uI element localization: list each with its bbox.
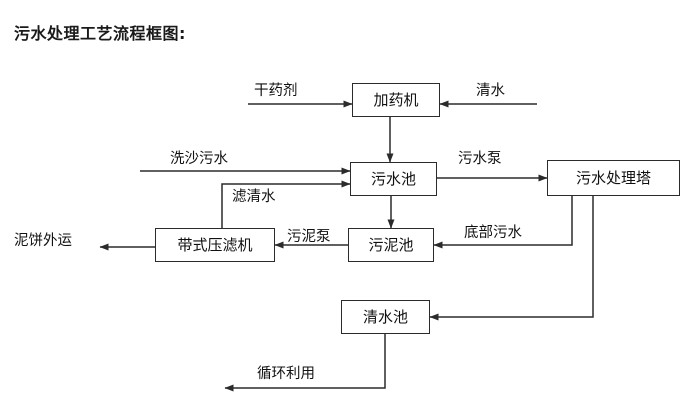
edge-belt-filter-press-to-sewage-pool bbox=[221, 180, 351, 228]
edge-treatment-tower-to-clear-water-pool bbox=[429, 196, 594, 321]
edge-clear-water-pool-to-recycle bbox=[224, 334, 386, 392]
node-label: 污水池 bbox=[370, 169, 416, 188]
edge-label-sand-wash-sewage: 洗沙污水 bbox=[170, 151, 228, 167]
node-sewage-pool[interactable]: 污水池 bbox=[350, 162, 437, 196]
edge-treatment-tower-to-sludge-pool bbox=[433, 196, 573, 249]
node-sludge-pool[interactable]: 污泥池 bbox=[348, 228, 434, 262]
node-clear-water-pool[interactable]: 清水池 bbox=[341, 300, 430, 334]
edge-label-clean-water: 清水 bbox=[476, 83, 505, 99]
node-label: 带式压滤机 bbox=[177, 235, 253, 254]
node-label: 加药机 bbox=[373, 90, 419, 109]
node-belt-filter-press[interactable]: 带式压滤机 bbox=[155, 228, 275, 262]
node-label: 污水处理塔 bbox=[575, 168, 651, 187]
edge-label-bottom-sewage: 底部污水 bbox=[464, 225, 522, 241]
node-treatment-tower[interactable]: 污水处理塔 bbox=[547, 160, 680, 196]
node-label: 污泥池 bbox=[368, 235, 414, 254]
node-label: 清水池 bbox=[362, 307, 408, 326]
edge-label-filtered-water: 滤清水 bbox=[232, 189, 276, 205]
node-dosing-machine[interactable]: 加药机 bbox=[352, 83, 440, 117]
edge-label-sludge-pump: 污泥泵 bbox=[287, 229, 331, 245]
edge-label-sewage-pump: 污水泵 bbox=[458, 151, 502, 167]
edge-label-mud-cake-outbound: 泥饼外运 bbox=[14, 233, 72, 249]
edge-label-dry-agent: 干药剂 bbox=[254, 83, 298, 99]
edge-label-recycle-reuse: 循环利用 bbox=[257, 366, 315, 382]
page-title: 污水处理工艺流程框图: bbox=[14, 24, 186, 43]
